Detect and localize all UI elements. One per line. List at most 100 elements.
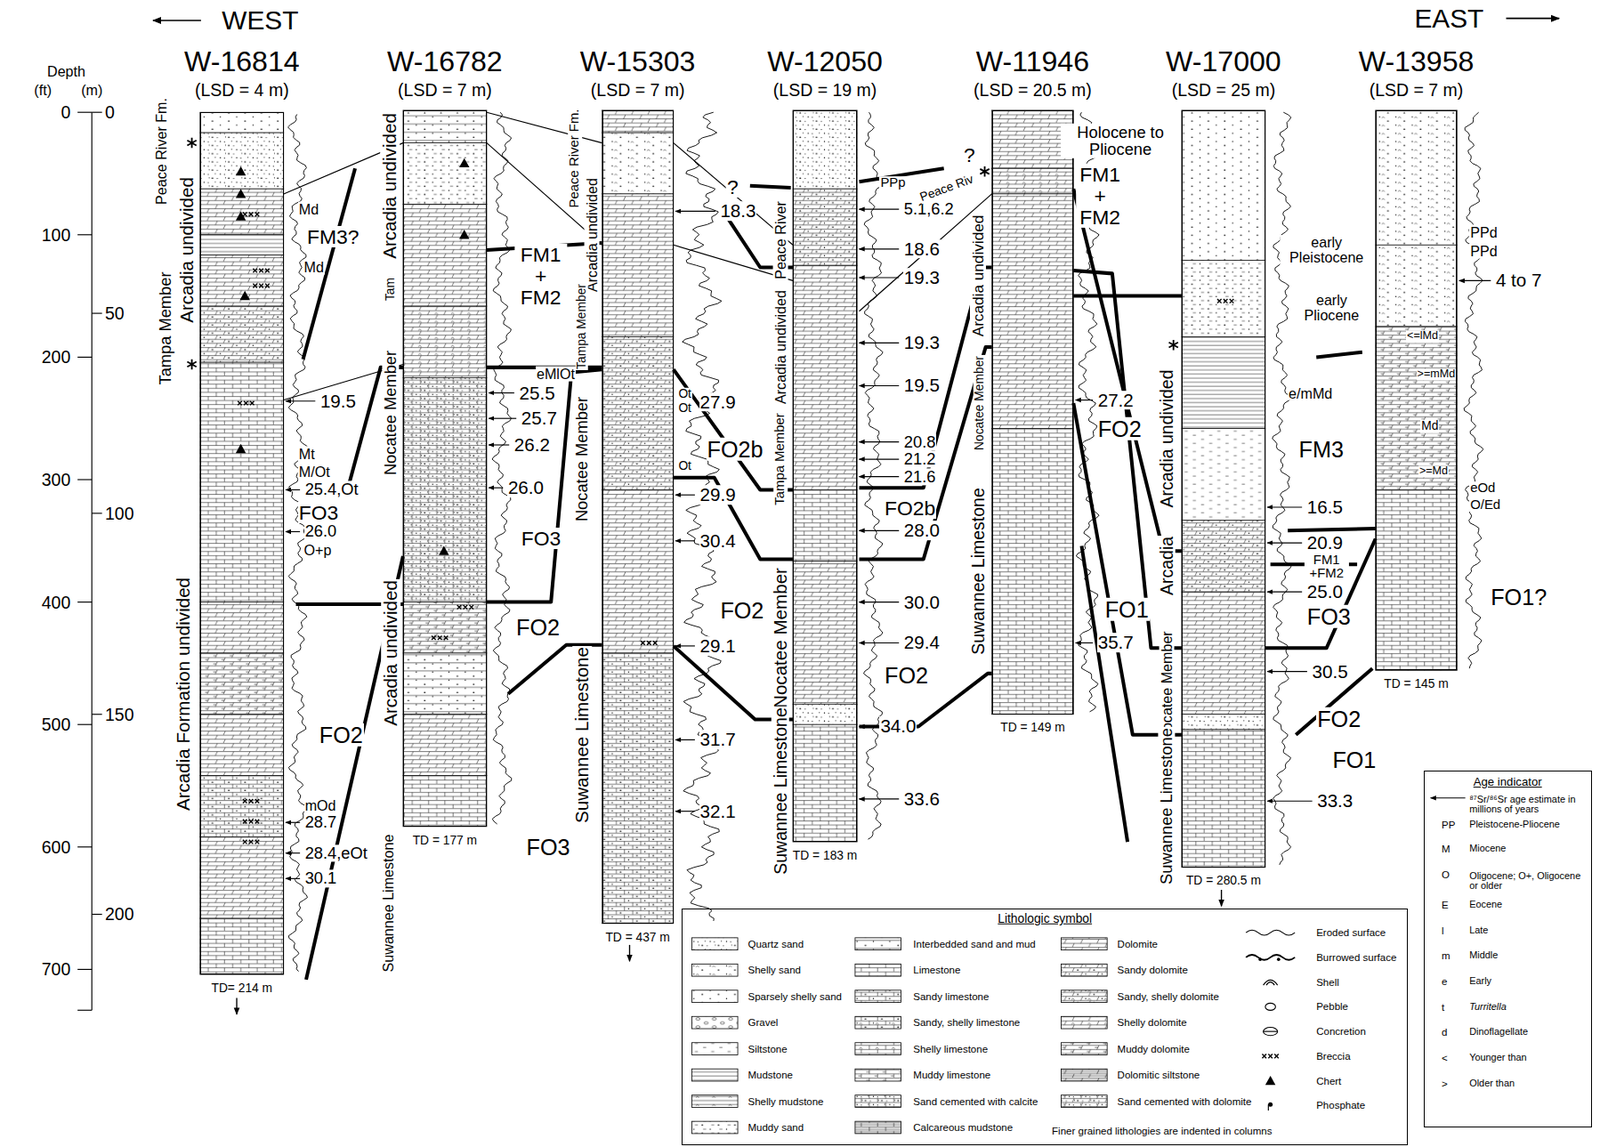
breccia-symbol [1274,1054,1279,1059]
legend-sample [855,1042,902,1056]
depth-tick-ft [77,356,92,358]
lithology-unit [200,918,284,975]
lithology-unit [602,489,674,653]
total-depth: TD = 280.5 m [1186,874,1261,888]
chert-symbol [235,444,246,453]
age-arrow [859,342,900,344]
label: Mt [298,446,316,462]
age-arrow [859,642,900,644]
legend-text: Mudstone [748,1069,794,1081]
label: 29.9 [699,484,737,505]
land-surface-datum: (LSD = 19 m) [773,80,878,98]
label: Arcadia undivided [177,176,197,324]
legend-symbol [1263,1027,1278,1036]
breccia-symbol [252,283,258,289]
legend-text: Eocene [1469,899,1587,910]
boundary-asterisk [186,359,196,370]
label: 20.8 [903,433,938,451]
lithology-unit [403,775,487,827]
label: M [1440,843,1452,855]
legend-text: Muddy limestone [913,1069,991,1081]
label: (ft) [32,81,53,97]
legend-text: Sandy, shelly dolomite [1117,991,1220,1003]
correlation-line [1265,539,1376,649]
breccia-symbol [242,819,248,825]
land-surface-datum: (LSD = 25 m) [1171,80,1277,98]
label: d [1440,1026,1448,1038]
label: 31.7 [699,729,737,750]
label: PP [1440,818,1456,830]
depth-tick-ft [77,724,92,726]
label: 400 [40,592,73,611]
total-depth: TD = 183 m [792,849,857,863]
chert-symbol [459,158,469,168]
legend-text: Miocene [1469,843,1587,854]
breccia-symbol [255,212,260,218]
legend-sample [855,963,902,977]
legend-sample [691,1068,738,1082]
label: 200 [104,905,136,923]
correlation-line [1287,528,1376,531]
label: early Pleistocene [1279,234,1374,266]
breccia-symbol [243,401,249,406]
lithology-unit [403,143,487,205]
legend-sample [691,1016,738,1029]
breccia-symbol [250,401,255,406]
lithology-unit [200,362,284,602]
label: 29.1 [699,636,737,656]
breccia-symbol [255,799,260,804]
label: 26.0 [304,523,339,541]
label: 25.0 [1306,581,1344,602]
label: FO2 [883,663,930,687]
age-arrow [859,209,900,211]
label: 28.0 [903,520,941,541]
age-arrow [285,531,300,533]
label: 700 [40,960,73,978]
breccia-symbol [255,819,260,825]
lithology-unit [1181,259,1266,337]
gamma-log [682,112,722,922]
label: M/Ot [298,463,332,479]
label: FO3 [520,527,563,550]
label: 500 [40,715,73,734]
td-arrow [629,945,631,962]
label: l [1440,925,1446,937]
label: 33.3 [1316,791,1354,811]
label: Suwannee Limestone [572,646,592,825]
lithology-unit [403,602,487,654]
breccia-symbol [1223,298,1229,304]
label: 25.4,Ot [304,481,360,499]
label: 19.3 [903,267,941,288]
correlation-line-thin [486,112,603,143]
breccia-symbol [258,268,264,274]
breccia-symbol [242,212,248,218]
legend-sample-arrow [1430,797,1466,799]
chert-symbol [235,210,246,220]
legend-text: Dolomitic siltstone [1117,1069,1201,1081]
correlation-line [303,168,356,359]
age-arrow [859,530,900,532]
direction-arrow [153,19,202,22]
legend-text: Pleistocene-Pliocene [1469,819,1587,830]
legend-text: Sand cemented with calcite [913,1095,1038,1107]
lithology-unit [1181,591,1266,715]
label: eMlOt [535,365,576,381]
lithology-unit [403,203,487,307]
legend-symbol [1245,954,1295,961]
legend-symbol [1276,957,1281,962]
legend-text: Phosphate [1316,1099,1366,1111]
label: 29.4 [903,633,941,654]
correlation-line [1073,294,1182,299]
land-surface-datum: (LSD = 20.5 m) [973,80,1092,98]
legend-sample [691,1042,738,1056]
label: E [1440,899,1450,911]
breccia-symbol [468,605,474,610]
label: 26.0 [507,477,545,498]
depth-tick-m [91,713,102,715]
lithology-unit [200,775,284,838]
label: Tampa Member [773,412,788,506]
label: FO2 [719,597,765,622]
legend-sample [1061,1042,1108,1056]
well-column: W-16814(LSD = 4 m)TD= 214 m [200,112,284,975]
